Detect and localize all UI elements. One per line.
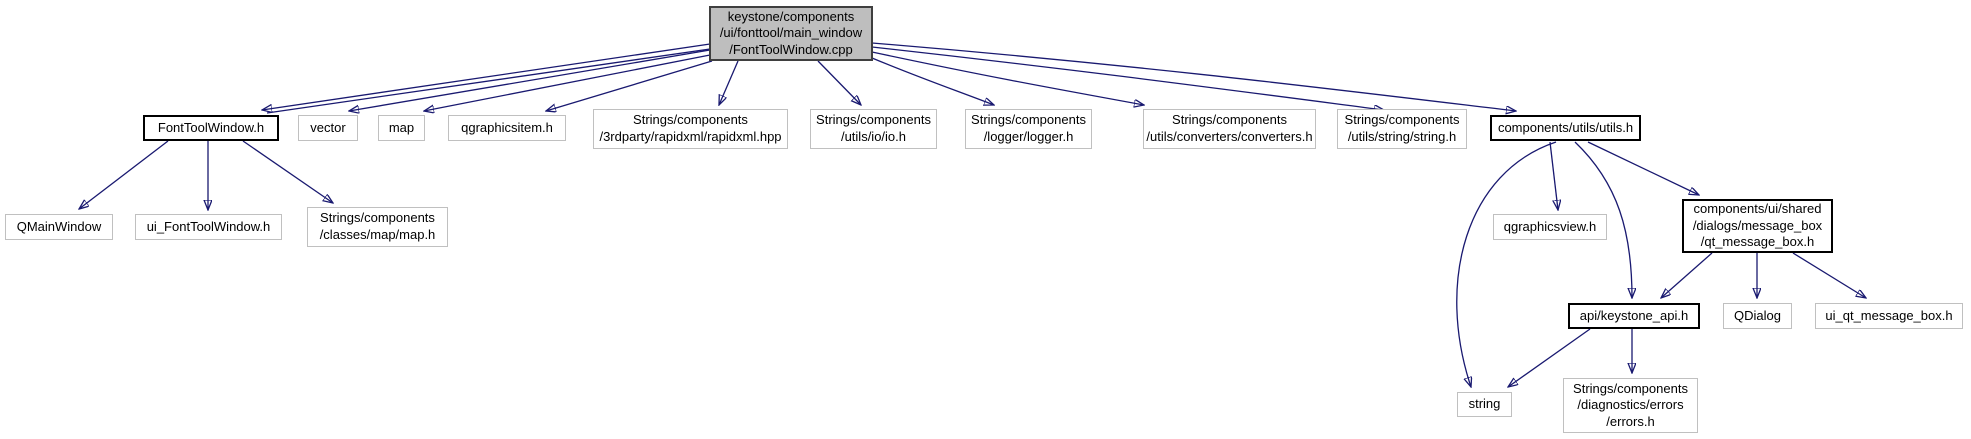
edge-fonttoolwindow-h-qmainwindow xyxy=(79,140,169,209)
edge-utils-h-qgraphicsview-h xyxy=(1549,141,1558,210)
node-qdialog: QDialog xyxy=(1723,303,1792,329)
edge-root-map xyxy=(424,54,711,111)
edge-api-keystone-api-h-string xyxy=(1508,328,1591,387)
node-map: map xyxy=(378,115,425,141)
node-io-h: Strings/components /utils/io/io.h xyxy=(810,109,937,149)
node-classes-map-h: Strings/components /classes/map/map.h xyxy=(307,207,448,247)
node-logger-h: Strings/components /logger/logger.h xyxy=(965,109,1092,149)
node-string: string xyxy=(1457,392,1512,417)
edge-fonttoolwindow-h-classes-map-h xyxy=(242,140,333,203)
node-qgraphicsitem-h: qgraphicsitem.h xyxy=(448,115,566,141)
edge-root-utils-string-h xyxy=(871,46,1384,110)
edge-root-io-h xyxy=(817,60,861,105)
node-vector: vector xyxy=(298,115,358,141)
edge-root-fonttoolwindow-h-2 xyxy=(266,48,711,114)
edge-root-rapidxml-hpp xyxy=(719,60,739,105)
edge-root-converters-h xyxy=(871,51,1144,105)
edge-root-utils-h xyxy=(871,42,1516,111)
edge-qt-message-box-h-api-keystone-api-h xyxy=(1661,252,1713,298)
edge-root-vector xyxy=(349,49,711,111)
edge-root-fonttoolwindow-h xyxy=(262,43,711,110)
edge-utils-h-qt-message-box-h xyxy=(1587,141,1699,195)
node-ui-qt-message-box-h: ui_qt_message_box.h xyxy=(1815,303,1963,329)
node-errors-h: Strings/components /diagnostics/errors /… xyxy=(1563,378,1698,433)
node-qgraphicsview-h: qgraphicsview.h xyxy=(1493,214,1607,240)
node-utils-string-h: Strings/components /utils/string/string.… xyxy=(1337,109,1467,149)
node-utils-h[interactable]: components/utils/utils.h xyxy=(1490,115,1641,141)
node-ui-fonttoolwindow-h: ui_FontToolWindow.h xyxy=(135,214,282,240)
edge-qt-message-box-h-ui-qt-message-box-h xyxy=(1792,252,1866,298)
edge-utils-h-string xyxy=(1456,141,1557,387)
node-fonttoolwindow-cpp: keystone/components /ui/fonttool/main_wi… xyxy=(709,6,873,61)
node-converters-h: Strings/components /utils/converters/con… xyxy=(1143,109,1316,149)
node-api-keystone-api-h[interactable]: api/keystone_api.h xyxy=(1568,303,1700,329)
edge-root-qgraphicsitem-h xyxy=(546,60,713,111)
edge-utils-h-api-keystone-api-h xyxy=(1574,141,1632,298)
node-qt-message-box-h[interactable]: components/ui/shared /dialogs/message_bo… xyxy=(1682,199,1833,253)
node-rapidxml-hpp: Strings/components /3rdparty/rapidxml/ra… xyxy=(593,109,788,149)
node-fonttoolwindow-h[interactable]: FontToolWindow.h xyxy=(143,115,279,141)
edge-root-logger-h xyxy=(871,57,994,105)
node-qmainwindow: QMainWindow xyxy=(5,214,113,240)
